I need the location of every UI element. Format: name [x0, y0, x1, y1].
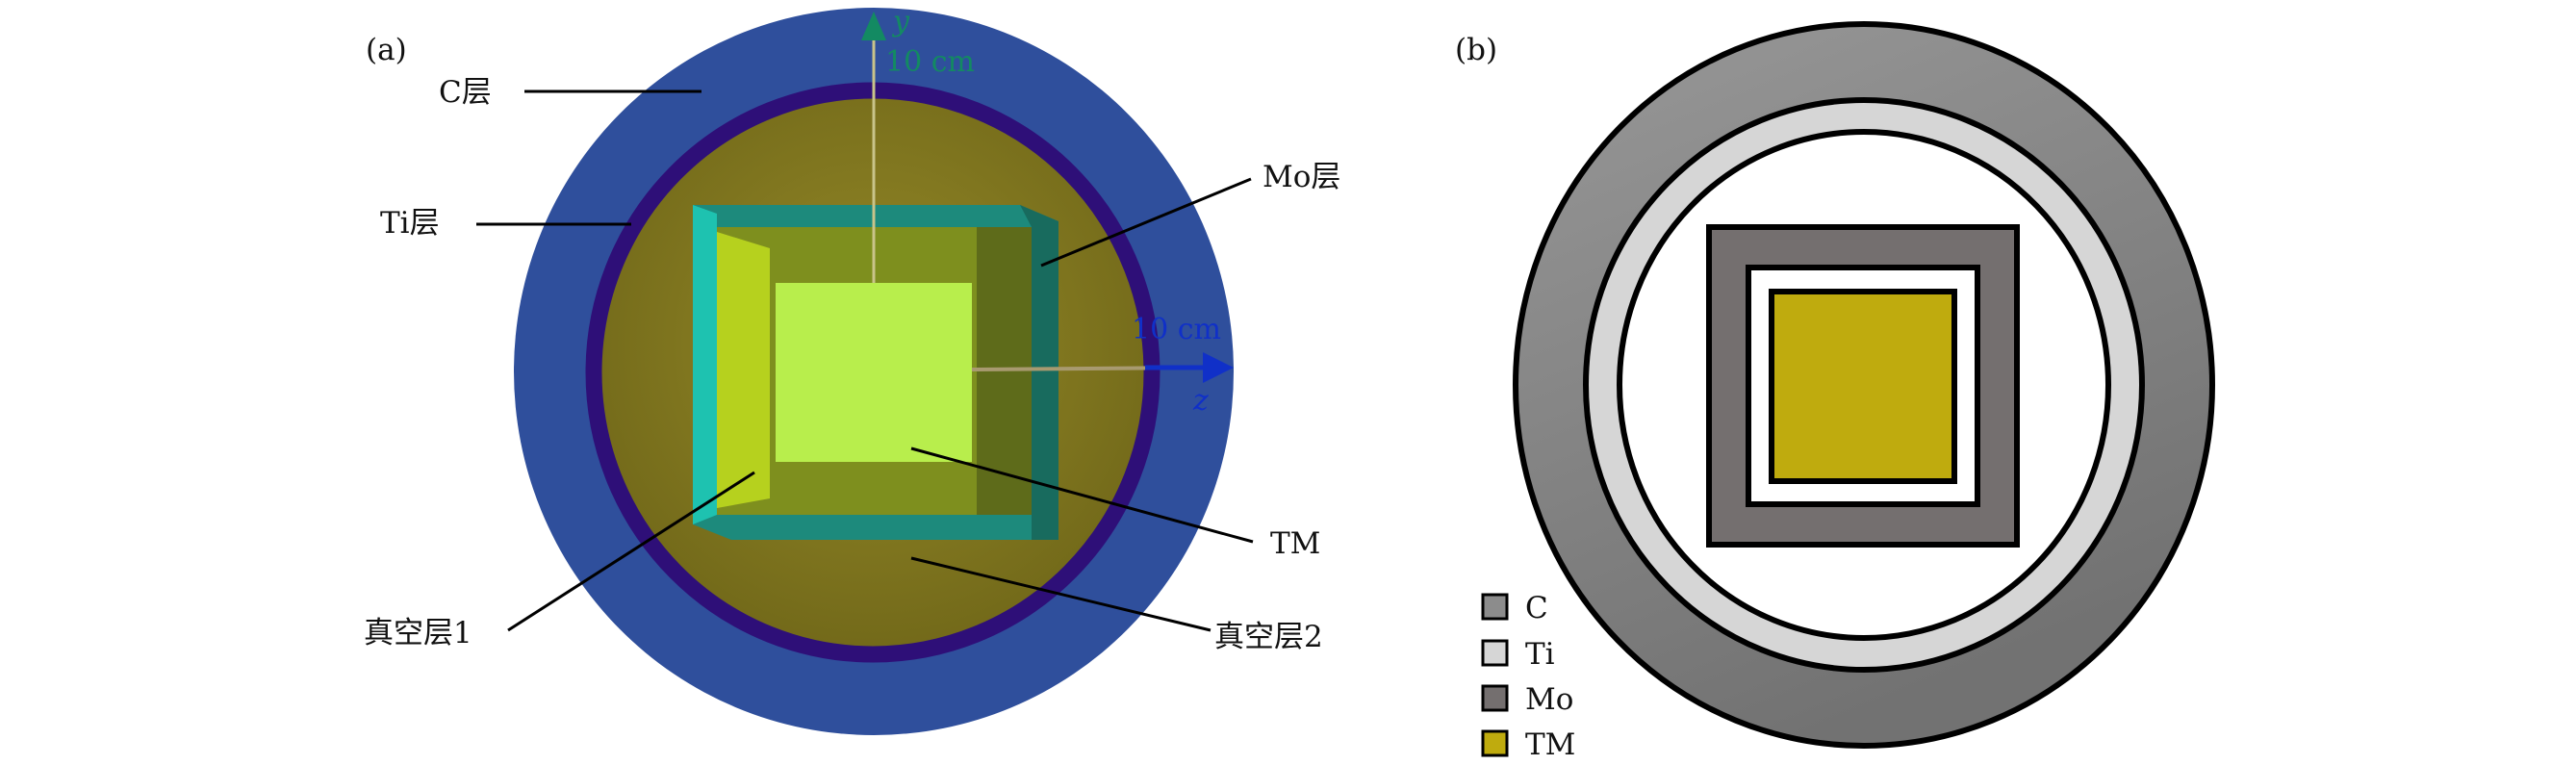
callout-mo-layer: Mo层	[1262, 160, 1340, 194]
panel-b-label: (b)	[1455, 33, 1497, 67]
legend-label-c: C	[1525, 591, 1548, 625]
legend-label-tm: TM	[1525, 727, 1575, 762]
legend: C Ti Mo TM	[1481, 591, 1575, 762]
z-axis-scale: 10 cm	[1132, 313, 1221, 346]
legend-label-mo: Mo	[1525, 682, 1573, 717]
leader-mo-layer	[1040, 177, 1252, 268]
y-axis-scale: 10 cm	[885, 45, 975, 79]
tm-square	[1769, 289, 1957, 484]
tm-cube	[776, 283, 972, 462]
leader-vacuum-1	[507, 471, 755, 632]
leader-tm	[910, 446, 1254, 544]
vacuum-layer-1-left-slab	[717, 232, 770, 508]
legend-swatch-c	[1481, 593, 1509, 621]
legend-swatch-mo	[1481, 684, 1509, 712]
legend-swatch-ti	[1481, 639, 1509, 667]
z-axis-label: z	[1192, 384, 1209, 418]
callout-c-layer: C层	[439, 75, 492, 110]
callout-tm: TM	[1270, 526, 1320, 561]
callout-ti-layer: Ti层	[380, 206, 440, 241]
panel-a: (a) y 10 cm 10 cm z C层 Ti层 Mo层 TM 真空层1	[364, 5, 1340, 735]
legend-swatch-tm	[1481, 729, 1509, 757]
z-axis-arrow-icon	[1203, 352, 1234, 383]
panel-b: (b) C Ti Mo TM	[1455, 21, 2215, 762]
mo-layer-right-face	[1020, 205, 1058, 540]
callout-vacuum-2: 真空层2	[1214, 620, 1323, 654]
mo-layer-front-left	[693, 205, 717, 524]
y-axis-label: y	[891, 5, 910, 38]
panel-a-label: (a)	[366, 33, 407, 67]
callout-vacuum-1: 真空层1	[364, 616, 472, 650]
y-axis-arrow-icon	[861, 12, 886, 40]
leader-vacuum-2	[910, 556, 1211, 632]
legend-label-ti: Ti	[1525, 637, 1555, 672]
